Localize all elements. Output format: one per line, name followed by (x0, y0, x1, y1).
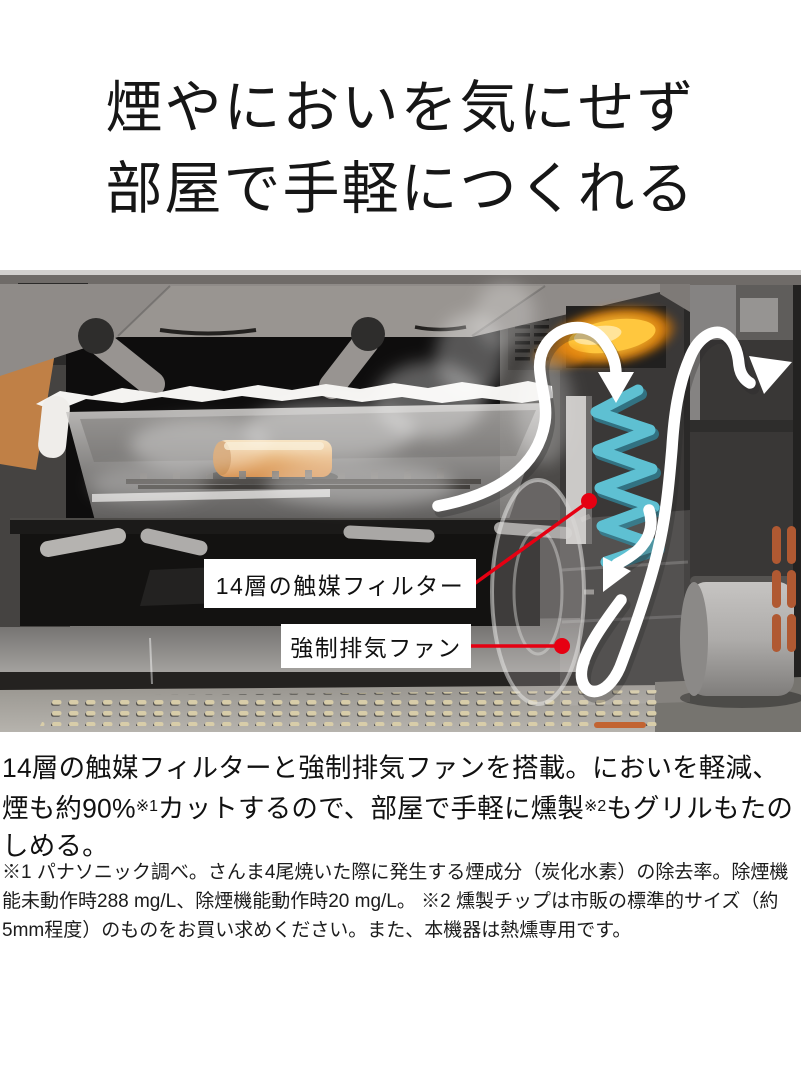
pan-handle (38, 395, 70, 459)
exhaust-vent-slots (772, 526, 796, 652)
callout-fan-text: 強制排気ファン (290, 635, 462, 661)
exhaust-arrowhead-icon (749, 356, 792, 394)
heater-knob (351, 317, 385, 351)
page-title-line-1: 煙やにおいを気にせず (105, 76, 696, 140)
oven-cutaway-diagram: 14層の触媒フィルター 強制排気ファン (0, 270, 801, 732)
callout-pointers (470, 493, 597, 654)
heater-knob (78, 318, 114, 354)
body-copy-part1: 14層の触媒フィルターと強制排気ファンを搭載。においを軽減、煙も約90% (2, 753, 779, 824)
body-copy-part2: カットするので、部屋で手軽に燻製 (157, 793, 585, 824)
body-copy: 14層の触媒フィルターと強制排気ファンを搭載。においを軽減、煙も約90%※1カッ… (2, 750, 800, 865)
airflow-arrows (432, 321, 792, 703)
oven-ceiling (0, 270, 801, 399)
heater-support-arm (319, 329, 379, 399)
airflow-to-fan-arrow (611, 504, 657, 570)
catalyst-filter-zigzag (590, 384, 662, 568)
page-title: 煙やにおいを気にせず 部屋で手軽につくれる (0, 68, 801, 230)
fan-motor (690, 582, 794, 696)
callout-filter-label: 14層の触媒フィルター (204, 559, 476, 608)
body-copy-part3: もグリルもたのしめる。 (2, 793, 794, 861)
airflow-into-filter-arrow (432, 321, 622, 512)
down-arrowhead-icon (598, 372, 634, 403)
page-title-line-2: 部屋で手軽につくれる (105, 157, 696, 221)
footnote-ref-2: ※2 (584, 797, 607, 815)
footnote-ref-1: ※1 (135, 797, 158, 815)
filter-callout-line (472, 500, 590, 586)
footnote-2: ※2 燻製チップは市販の標準的サイズ（約5mm程度）のものをお買い求めください。… (2, 891, 779, 941)
heater-support-arm (89, 331, 165, 397)
footnote-1: ※1 パナソニック調べ。さんま4尾焼いた際に発生する煙成分（炭化水素）の除去率。… (2, 862, 789, 912)
filter-callout-dot (581, 493, 597, 509)
oven-cutaway-illustration (0, 270, 801, 732)
airflow-exhaust-arrow (575, 326, 756, 698)
footnotes: ※1 パナソニック調べ。さんま4尾焼いた際に発生する煙成分（炭化水素）の除去率。… (2, 858, 800, 945)
callout-fan-label: 強制排気ファン (281, 624, 471, 668)
base-perforations (40, 690, 660, 726)
down-left-arrowhead-icon (603, 557, 631, 592)
callout-filter-text: 14層の触媒フィルター (215, 572, 465, 599)
smoke (90, 281, 573, 507)
fan-callout-dot (554, 638, 570, 654)
